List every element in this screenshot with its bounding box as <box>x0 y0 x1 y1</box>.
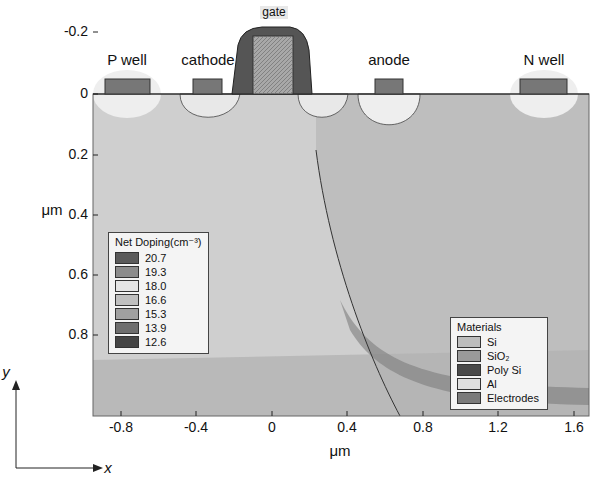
axis-arrow <box>16 385 17 468</box>
legend-text: 13.9 <box>145 322 174 334</box>
legend-swatch <box>115 280 139 292</box>
legend-swatch <box>115 336 139 348</box>
legend-text: Al <box>487 378 505 390</box>
materials-legend: MaterialsSiSiO₂ Poly Si AlElectrodes <box>450 317 548 410</box>
axis-label: -0.4 <box>184 420 208 435</box>
electrode <box>375 79 403 94</box>
legend-swatch <box>457 336 481 348</box>
legend-text: 12.6 <box>145 336 174 348</box>
legend-text: Poly Si <box>487 364 529 376</box>
axis-label: 0.8 <box>69 327 88 342</box>
legend-text: SiO₂ <box>487 350 518 362</box>
electrode <box>520 79 567 94</box>
legend-swatch <box>115 252 139 264</box>
legend-text: 16.6 <box>145 294 174 306</box>
electrode <box>193 79 222 94</box>
legend-title: Net Doping(cm⁻³) <box>109 233 208 251</box>
legend-swatch <box>115 308 139 320</box>
legend-row: 20.7 <box>109 251 208 265</box>
arrow-head <box>93 464 103 472</box>
legend-swatch <box>115 266 139 278</box>
legend-swatch <box>457 378 481 390</box>
axis-label: 0.2 <box>69 147 88 162</box>
gate-electrode <box>253 36 293 94</box>
region-label: P well <box>107 52 147 69</box>
legend-swatch <box>115 294 139 306</box>
arrow-head <box>12 380 20 390</box>
surface-line <box>93 93 589 94</box>
legend-row: 19.3 <box>109 265 208 279</box>
axis-label: 0.8 <box>413 420 432 435</box>
legend-row: Al <box>451 377 547 391</box>
axis-ticks <box>93 32 574 416</box>
plot-frame <box>93 94 589 416</box>
region-label: cathode <box>181 52 234 69</box>
legend-row: 13.9 <box>109 321 208 335</box>
junction-band <box>340 300 589 405</box>
implant-region <box>358 94 420 125</box>
legend-swatch <box>457 364 481 376</box>
axis-label: y <box>2 364 10 381</box>
axis-arrow <box>16 468 98 469</box>
legend-row: SiO₂ <box>451 349 547 363</box>
axis-label: x <box>104 460 112 477</box>
legend-swatch <box>457 350 481 362</box>
legend-text: Electrodes <box>487 392 547 404</box>
axis-label: 1.6 <box>564 420 583 435</box>
region-label: N well <box>524 52 565 69</box>
region-label: anode <box>368 52 410 69</box>
legend-swatch <box>457 392 481 404</box>
silicon-region <box>93 94 589 416</box>
region-label: gate <box>260 6 287 19</box>
implant-region <box>298 94 348 117</box>
legend-swatch <box>115 322 139 334</box>
axis-label: 1.2 <box>488 420 507 435</box>
legend-row: 15.3 <box>109 307 208 321</box>
axis-label: -0.2 <box>64 24 88 39</box>
axis-label: -0.8 <box>109 420 133 435</box>
doping-legend: Net Doping(cm⁻³)20.7 19.3 18.0 16.6 15.3 13.9… <box>108 232 209 354</box>
legend-row: 16.6 <box>109 293 208 307</box>
axis-label: 0 <box>268 420 276 435</box>
spacer <box>232 27 312 94</box>
poly-gate <box>253 36 293 94</box>
legend-text: 15.3 <box>145 308 174 320</box>
legend-text: Si <box>487 336 505 348</box>
legend-row: 12.6 <box>109 335 208 349</box>
legend-row: Electrodes <box>451 391 547 405</box>
legend-row: Poly Si <box>451 363 547 377</box>
legend-text: 20.7 <box>145 252 174 264</box>
legend-row: 18.0 <box>109 279 208 293</box>
legend-text: 19.3 <box>145 266 174 278</box>
axis-label: μm <box>41 202 62 219</box>
junction-line <box>316 150 400 416</box>
legend-row: Si <box>451 335 547 349</box>
electrode <box>105 79 150 94</box>
axis-label: 0 <box>80 86 88 101</box>
axis-label: 0.4 <box>337 420 356 435</box>
implant-region <box>180 94 240 117</box>
legend-title: Materials <box>451 318 547 335</box>
axis-label: 0.6 <box>69 267 88 282</box>
axis-label: 0.4 <box>69 207 88 222</box>
axis-label: μm <box>329 443 350 460</box>
legend-text: 18.0 <box>145 280 174 292</box>
